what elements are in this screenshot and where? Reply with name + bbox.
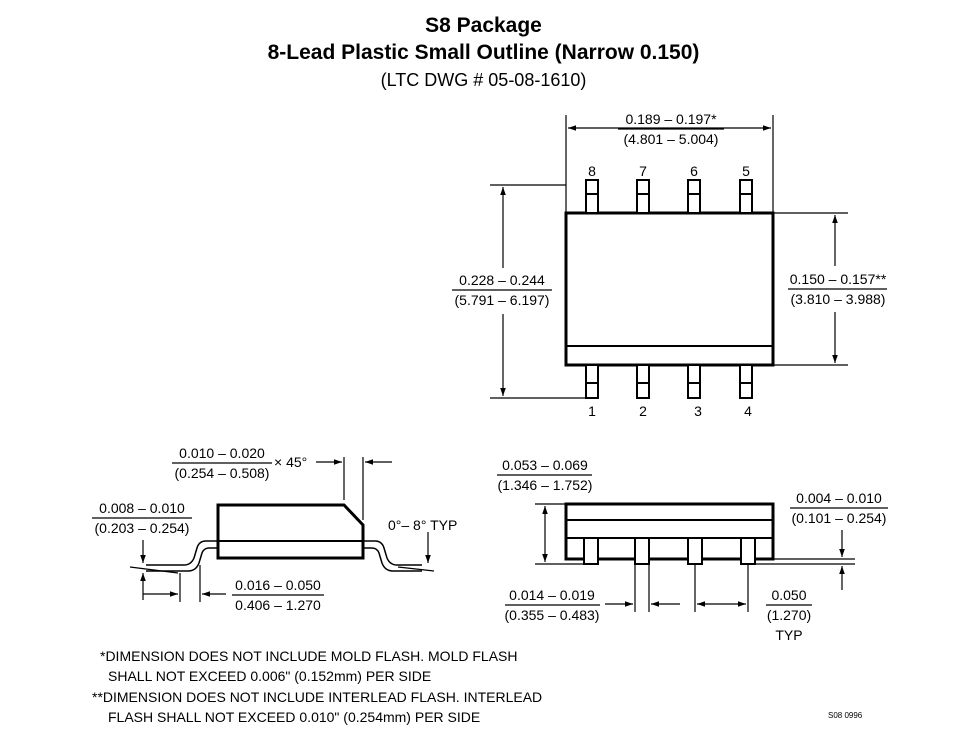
end-lead-1	[583, 537, 599, 565]
lead-width-mm-label: (0.355 – 0.483)	[505, 607, 600, 623]
pin-label-8: 8	[588, 163, 596, 179]
end-view	[497, 474, 888, 612]
note-2-line-1: **DIMENSION DOES NOT INCLUDE INTERLEAD F…	[92, 689, 543, 705]
standoff-in-label: 0.004 – 0.010	[796, 490, 882, 506]
pitch-in-label: 0.050	[771, 587, 806, 603]
chamfer-in-label: 0.010 – 0.020	[179, 445, 265, 461]
thickness-in-label: 0.008 – 0.010	[99, 500, 185, 516]
top-pins	[585, 179, 753, 214]
bottom-pins	[585, 364, 753, 399]
body-width-mm-label: (3.810 – 3.988)	[791, 291, 886, 307]
note-mold-flash: *DIMENSION DOES NOT INCLUDE MOLD FLASH. …	[100, 646, 517, 686]
seating-plane-left	[129, 566, 179, 574]
length-mm-label: (4.801 – 5.004)	[624, 131, 719, 147]
pin-label-1: 1	[588, 403, 596, 419]
height-in-label: 0.053 – 0.069	[502, 457, 588, 473]
pin-2	[636, 364, 650, 399]
end-lead-4	[740, 537, 756, 565]
height-mm-label: (1.346 – 1.752)	[498, 477, 593, 493]
length-in-label: 0.189 – 0.197*	[625, 111, 717, 127]
pin-7	[636, 179, 650, 214]
lead-angle-label: 0°– 8° TYP	[388, 517, 457, 533]
seating-plane-right	[397, 566, 435, 572]
pin-4	[739, 364, 753, 399]
side-view	[92, 457, 435, 602]
note-1-line-2: SHALL NOT EXCEED 0.006" (0.152mm) PER SI…	[108, 668, 432, 684]
side-view-labels: 0.010 – 0.020 (0.254 – 0.508) × 45° 0.00…	[95, 445, 458, 613]
foot-mm-label: 0.406 – 1.270	[235, 597, 321, 613]
pin-5	[739, 179, 753, 214]
overall-width-mm-label: (5.791 – 6.197)	[455, 292, 550, 308]
overall-width-in-label: 0.228 – 0.244	[459, 272, 545, 288]
package-subtitle: 8-Lead Plastic Small Outline (Narrow 0.1…	[267, 41, 700, 64]
note-1-line-1: *DIMENSION DOES NOT INCLUDE MOLD FLASH. …	[100, 648, 518, 664]
end-leads	[583, 537, 756, 565]
top-view	[452, 115, 887, 399]
end-view-labels: 0.053 – 0.069 (1.346 – 1.752) 0.004 – 0.…	[498, 457, 887, 643]
right-lead	[363, 540, 422, 572]
note-interlead-flash: **DIMENSION DOES NOT INCLUDE INTERLEAD F…	[92, 687, 542, 727]
note-2-line-2: FLASH SHALL NOT EXCEED 0.010" (0.254mm) …	[108, 709, 481, 725]
drawing-code: S08 0996	[828, 711, 863, 720]
pin-label-4: 4	[744, 403, 752, 419]
pin-label-3: 3	[694, 403, 702, 419]
pin-label-6: 6	[690, 163, 698, 179]
package-title: S8 Package	[425, 14, 542, 37]
package-body	[564, 211, 775, 367]
chamfer-mm-label: (0.254 – 0.508)	[175, 465, 270, 481]
end-body	[564, 502, 775, 561]
end-lead-3	[687, 537, 703, 565]
thickness-mm-label: (0.203 – 0.254)	[95, 520, 190, 536]
drawing-number: (LTC DWG # 05-08-1610)	[380, 70, 587, 90]
side-body	[216, 503, 365, 560]
pin-3	[687, 364, 701, 399]
left-lead	[146, 540, 218, 572]
body-width-in-label: 0.150 – 0.157**	[790, 271, 887, 287]
pin-8	[585, 179, 599, 214]
chamfer-angle-label: × 45°	[274, 454, 307, 470]
pin-6	[687, 179, 701, 214]
standoff-mm-label: (0.101 – 0.254)	[792, 510, 887, 526]
pin-label-2: 2	[639, 403, 647, 419]
pitch-mm-label: (1.270)	[767, 607, 811, 623]
end-lead-2	[634, 537, 650, 565]
top-view-labels: 0.189 – 0.197* (4.801 – 5.004) 8 7 6 5 1…	[455, 111, 887, 419]
pin-label-7: 7	[639, 163, 647, 179]
pin-label-5: 5	[742, 163, 750, 179]
pin-1	[585, 364, 599, 399]
lead-width-in-label: 0.014 – 0.019	[509, 587, 595, 603]
foot-in-label: 0.016 – 0.050	[235, 577, 321, 593]
pitch-typ-label: TYP	[775, 627, 802, 643]
